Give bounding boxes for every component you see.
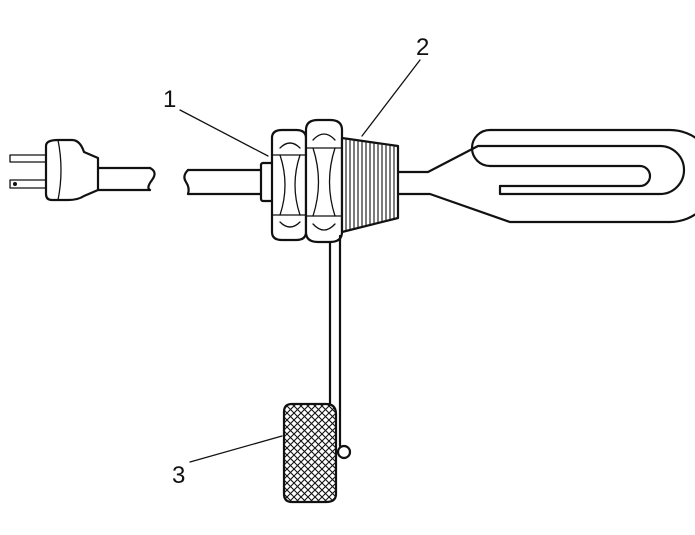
leader-line-2 — [361, 59, 421, 137]
hex-nut-1 — [270, 128, 308, 242]
leader-line-1 — [179, 109, 269, 157]
power-cord-left — [96, 166, 156, 192]
knurled-float — [282, 402, 338, 504]
leader-line-3 — [189, 435, 283, 463]
callout-label-1: 1 — [163, 86, 176, 113]
callout-label-2: 2 — [416, 34, 429, 61]
callout-label-3: 3 — [172, 462, 185, 489]
heating-element — [396, 128, 695, 224]
threaded-boss — [340, 136, 400, 234]
power-cord-right — [183, 168, 264, 196]
hex-nut-2 — [304, 118, 344, 244]
power-plug — [9, 138, 100, 202]
